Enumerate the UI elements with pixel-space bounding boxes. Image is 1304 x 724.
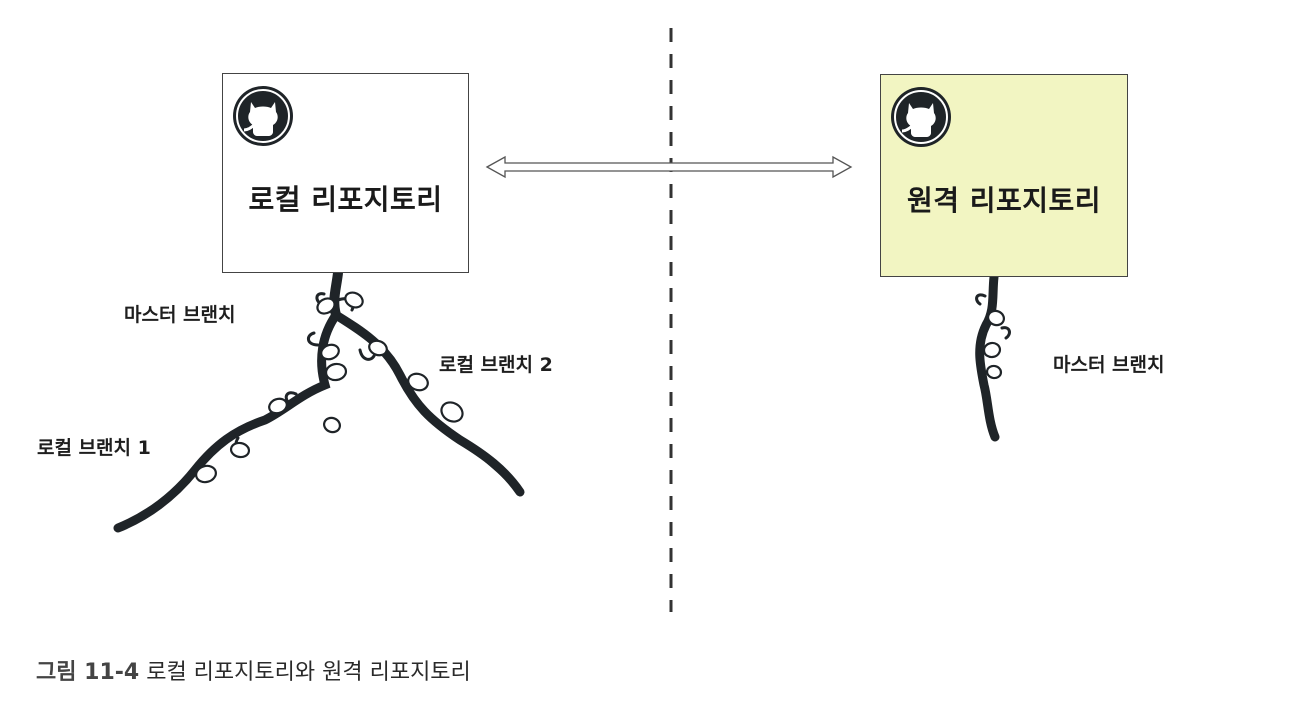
local-repository-box: 로컬 리포지토리	[222, 73, 469, 273]
local-branch-1-label: 로컬 브랜치 1	[37, 437, 151, 459]
local-leaves	[195, 291, 464, 484]
sync-arrow	[485, 155, 853, 179]
local-repository-title: 로컬 리포지토리	[248, 183, 443, 216]
figure-caption: 그림 11-4 로컬 리포지토리와 원격 리포지토리	[36, 654, 471, 686]
figure-number: 그림 11-4	[36, 660, 140, 685]
local-branch-2-label: 로컬 브랜치 2	[439, 354, 553, 376]
local-master-branch-label: 마스터 브랜치	[124, 304, 236, 326]
github-octocat-icon	[891, 87, 951, 147]
remote-leaves	[982, 309, 1005, 380]
figure-caption-text: 로컬 리포지토리와 원격 리포지토리	[146, 660, 471, 685]
remote-master-branch-label: 마스터 브랜치	[1053, 354, 1165, 376]
remote-branch-vine	[975, 272, 1011, 442]
remote-repository-box: 원격 리포지토리	[880, 74, 1128, 277]
github-octocat-icon	[233, 86, 293, 146]
remote-repository-title: 원격 리포지토리	[906, 184, 1102, 217]
